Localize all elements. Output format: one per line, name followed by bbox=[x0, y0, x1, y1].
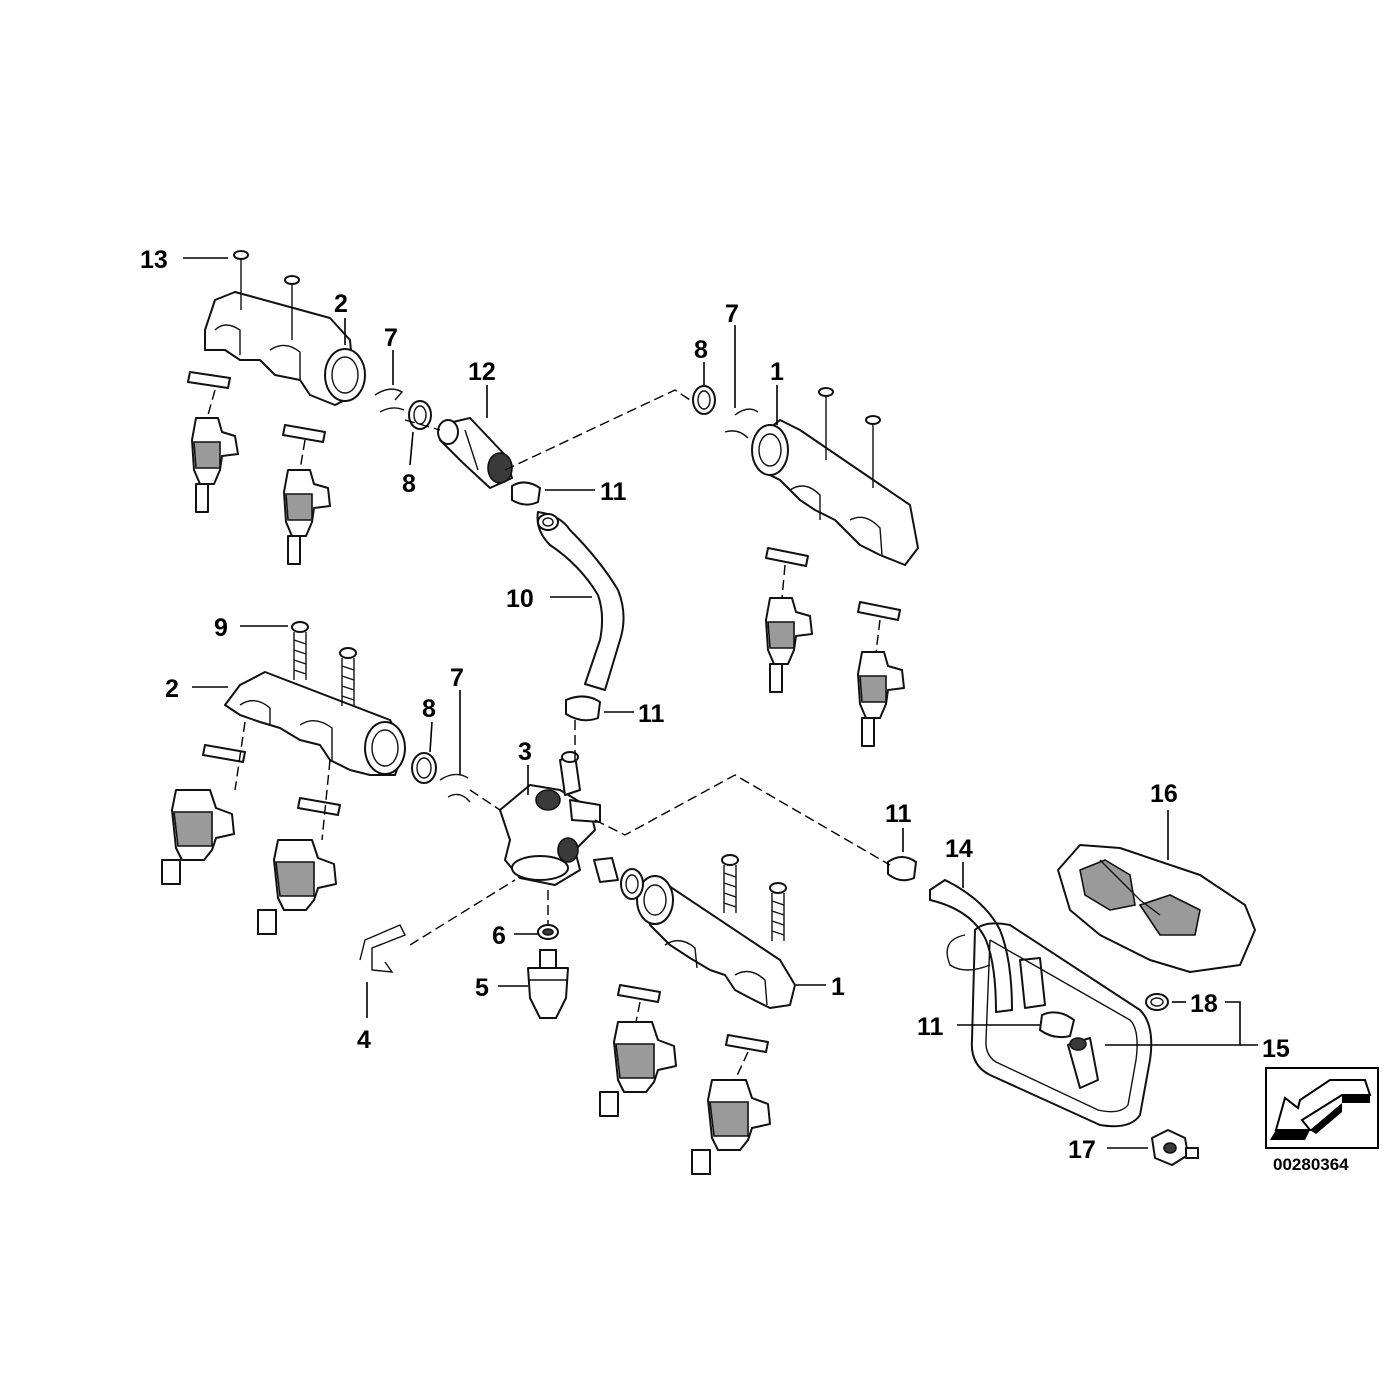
callout-1-lower: 1 bbox=[831, 973, 845, 1001]
injector-lower-right-a bbox=[599, 1021, 677, 1117]
callout-15: 15 bbox=[1262, 1035, 1290, 1063]
washer-6 bbox=[537, 924, 559, 940]
bolt-lower-right-a bbox=[721, 854, 739, 913]
bolt-lower-left-2 bbox=[339, 647, 357, 706]
clip-upper-right-b bbox=[857, 601, 901, 621]
injector-lower-left-a bbox=[161, 789, 235, 885]
injector-upper-right-b bbox=[857, 651, 905, 747]
callout-7-upper-left: 7 bbox=[384, 324, 398, 352]
hose-clamp-11-upper bbox=[511, 481, 541, 506]
fuel-rail-upper-right bbox=[751, 419, 919, 566]
bolt-lower-right-b bbox=[769, 882, 787, 941]
callout-11-lower: 11 bbox=[917, 1013, 944, 1041]
clip-lower-right-a bbox=[617, 984, 661, 1003]
orientation-arrow-icon bbox=[1265, 1067, 1379, 1149]
injector-lower-left-b bbox=[257, 839, 337, 935]
bolt-upper-left-2 bbox=[284, 275, 300, 340]
spring-clip-7-upper-right bbox=[724, 408, 759, 439]
callout-9: 9 bbox=[214, 614, 228, 642]
callout-12: 12 bbox=[468, 358, 496, 386]
callout-10: 10 bbox=[506, 585, 534, 613]
injector-upper-left-a bbox=[191, 417, 239, 513]
callout-1-upper: 1 bbox=[770, 358, 784, 386]
clip-lower-left-b bbox=[297, 797, 341, 816]
hose-14 bbox=[929, 879, 1153, 1128]
connector-12 bbox=[437, 417, 513, 489]
pressure-regulator-3 bbox=[499, 751, 601, 886]
fitting-5 bbox=[527, 949, 569, 1019]
nut-17 bbox=[1151, 1129, 1199, 1166]
callout-14: 14 bbox=[945, 835, 973, 863]
callout-2-upper: 2 bbox=[334, 290, 348, 318]
callout-18: 18 bbox=[1190, 990, 1218, 1018]
reference-code: 00280364 bbox=[1273, 1155, 1349, 1174]
injector-upper-left-b bbox=[283, 469, 331, 565]
callout-11-upper: 11 bbox=[600, 478, 627, 506]
hose-clamp-11-middle bbox=[565, 695, 601, 722]
fuel-rail-upper-left bbox=[204, 291, 366, 406]
o-ring-8-lower bbox=[411, 752, 437, 784]
clip-upper-left-b bbox=[282, 424, 326, 443]
leader-lines bbox=[183, 257, 1258, 1149]
callout-7-lower: 7 bbox=[450, 664, 464, 692]
cover-16 bbox=[1057, 844, 1256, 973]
fuel-rail-lower-right bbox=[636, 875, 796, 1009]
callouts: 13 2 7 12 8 11 8 7 1 10 9 2 8 7 11 3 11 … bbox=[140, 246, 1290, 1164]
spring-clip-7-lower bbox=[439, 773, 471, 803]
callout-8-lower: 8 bbox=[422, 695, 436, 723]
bolt-upper-right-a bbox=[818, 387, 834, 460]
callout-11-right: 11 bbox=[885, 800, 912, 828]
callout-13: 13 bbox=[140, 246, 168, 274]
injector-upper-right-a bbox=[765, 597, 813, 693]
clip-upper-left-a bbox=[187, 371, 231, 389]
hose-10 bbox=[536, 511, 625, 691]
bolt-upper-right-b bbox=[865, 415, 881, 488]
callout-8-upper-right: 8 bbox=[694, 336, 708, 364]
spring-clip-7-upper bbox=[374, 388, 405, 413]
o-ring-lower-right bbox=[620, 868, 644, 900]
connector-tube-lower bbox=[593, 857, 619, 883]
hose-clamp-11-right bbox=[887, 856, 917, 882]
bolt-13 bbox=[233, 250, 249, 310]
o-ring-18 bbox=[1145, 993, 1169, 1011]
clip-lower-left-a bbox=[202, 744, 246, 763]
callout-3: 3 bbox=[518, 738, 532, 766]
injector-lower-right-b bbox=[691, 1079, 771, 1175]
assembly-dashed-lines bbox=[207, 389, 891, 1081]
callout-11-middle: 11 bbox=[638, 700, 665, 728]
callout-5: 5 bbox=[475, 974, 489, 1002]
callout-8-upper-left: 8 bbox=[402, 470, 416, 498]
clip-upper-right-a bbox=[765, 547, 809, 567]
bolt-9 bbox=[291, 621, 309, 680]
callout-4: 4 bbox=[357, 1026, 371, 1054]
fitting-15 bbox=[1067, 1037, 1099, 1089]
retaining-clip-4 bbox=[359, 924, 406, 973]
o-ring-8-upper-right bbox=[692, 385, 716, 415]
callout-2-lower: 2 bbox=[165, 675, 179, 703]
callout-6: 6 bbox=[492, 922, 506, 950]
callout-16: 16 bbox=[1150, 780, 1178, 808]
hose-clamp-11-lower bbox=[1039, 1011, 1075, 1039]
callout-17: 17 bbox=[1068, 1136, 1096, 1164]
callout-7-upper-right: 7 bbox=[725, 300, 739, 328]
clip-lower-right-b bbox=[725, 1034, 769, 1053]
fuel-rail-lower-left bbox=[224, 671, 406, 776]
